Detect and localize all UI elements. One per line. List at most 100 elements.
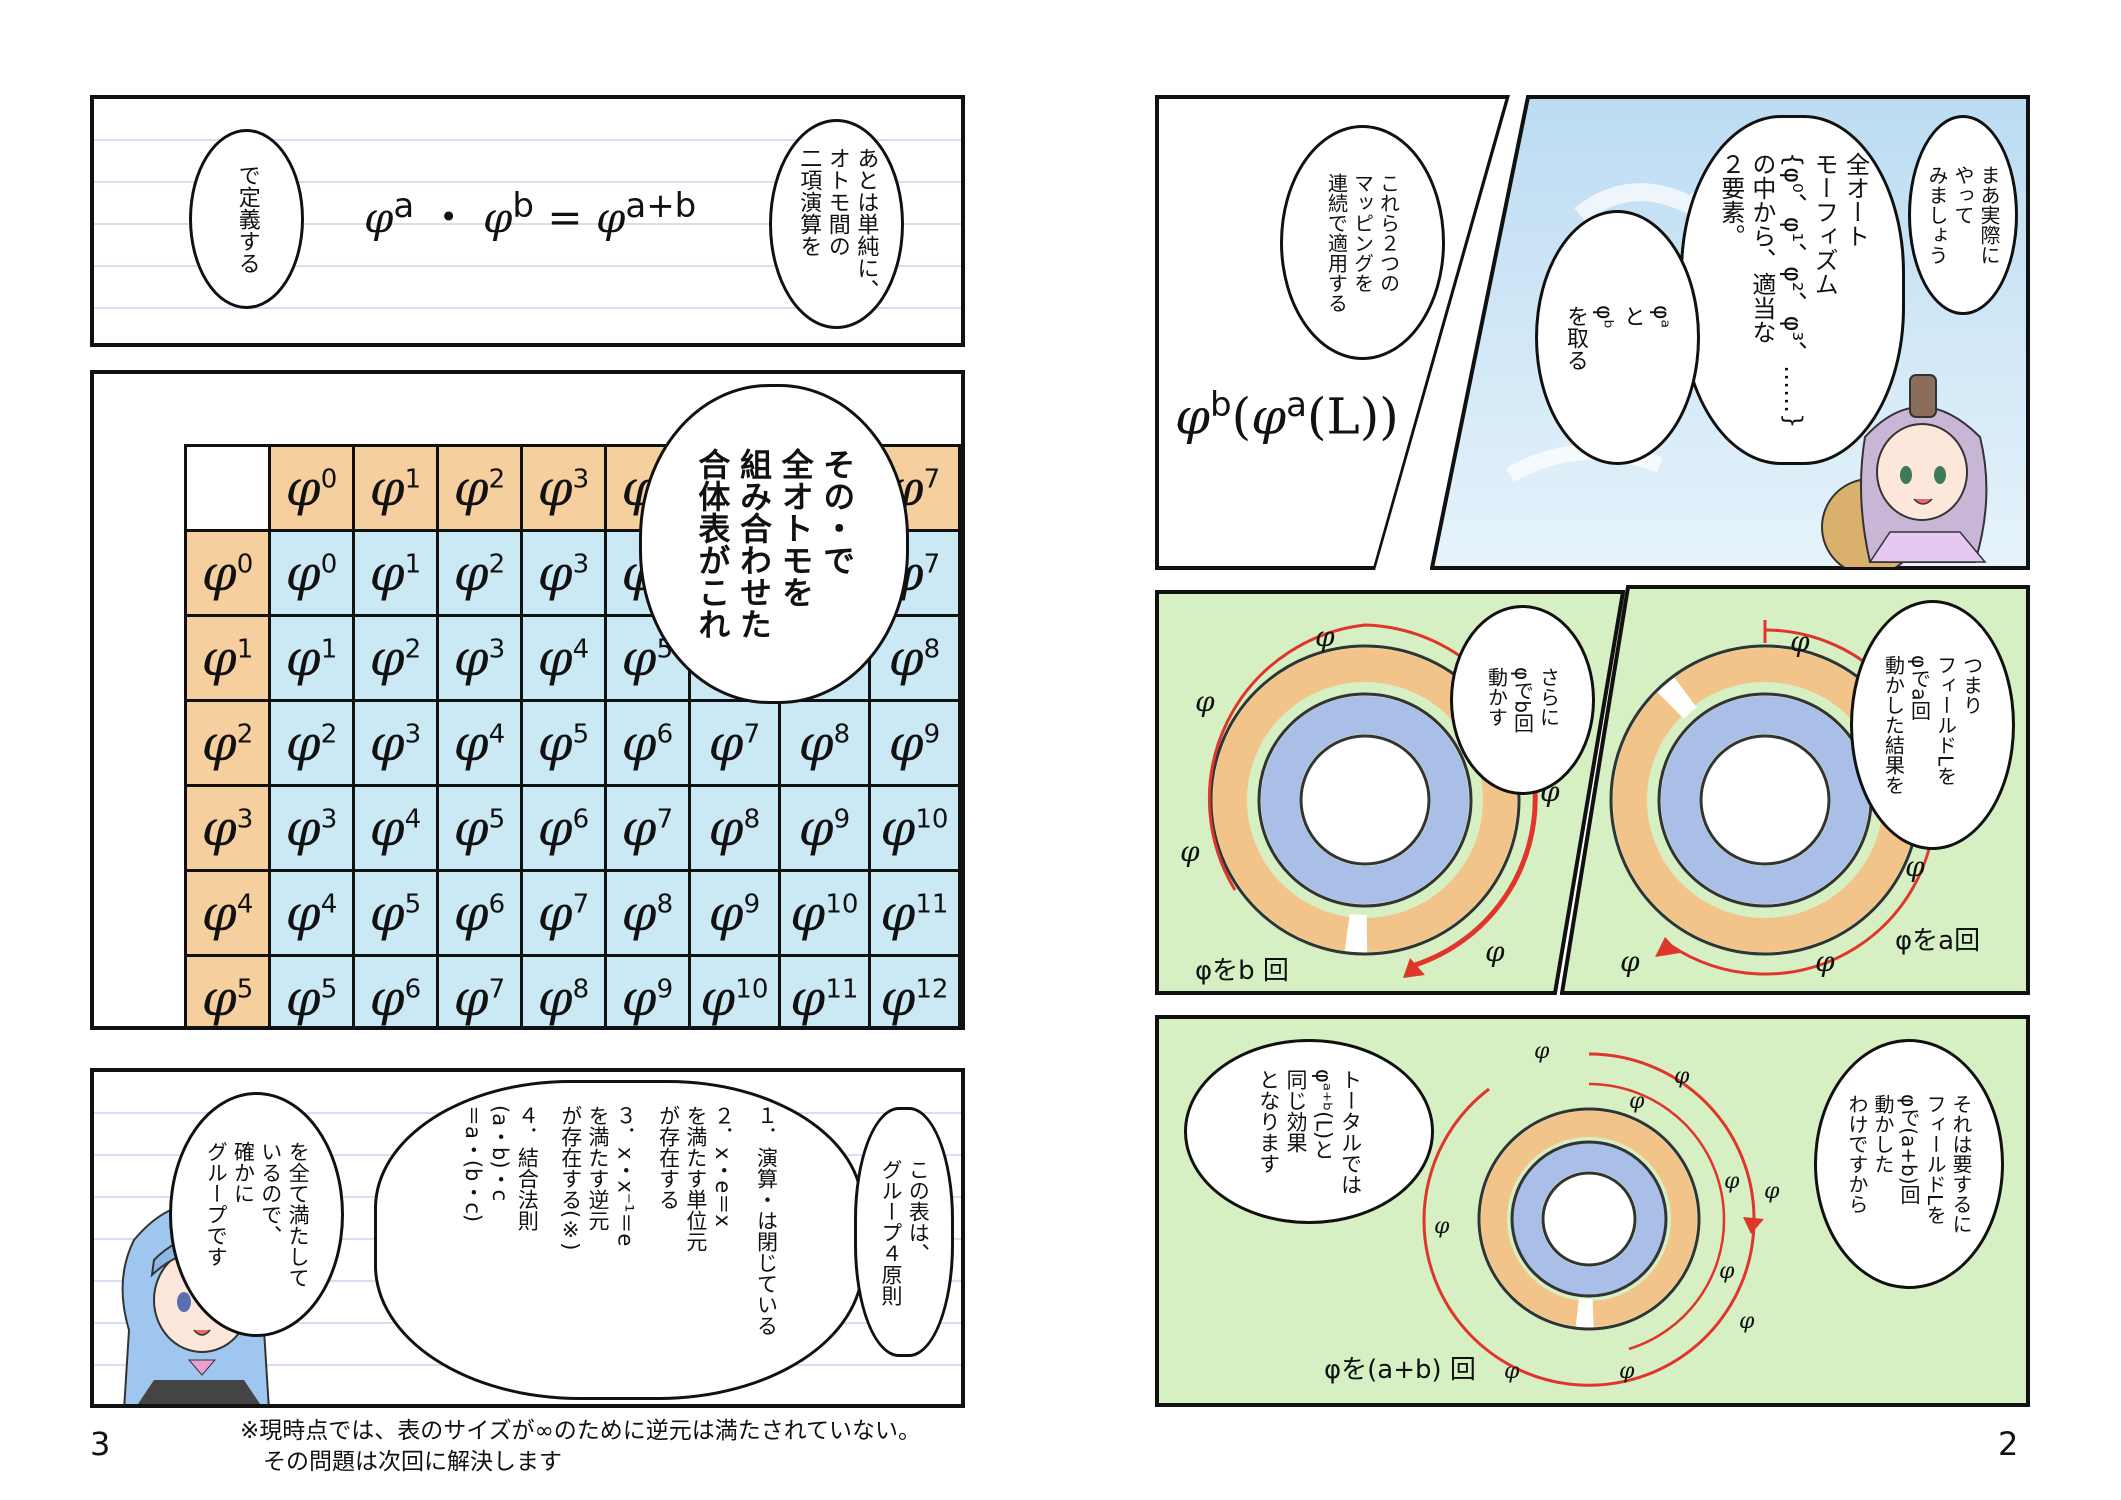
ring-b-phi-2: φ xyxy=(1195,685,1215,718)
rule-3: ３．x・x⁻¹＝e を満たす逆元 が存在する(※) xyxy=(558,1105,638,1251)
table-cell: φ7 xyxy=(435,954,523,1026)
total-phi-7: φ xyxy=(1739,1309,1755,1334)
table-cell: φ4 xyxy=(267,869,355,957)
ring-b-phi-3: φ xyxy=(1180,835,1200,868)
table-cell: φ4 xyxy=(351,784,439,872)
table-corner xyxy=(184,444,271,532)
p3-panel-table: φ0φ1φ2φ3φ4φ5φ6φ7φ0φ0φ1φ2φ3φ4φ5φ6φ7φ1φ1φ2… xyxy=(90,370,965,1030)
rule-2: ２．x・e＝x を満たす単位元 が存在する xyxy=(656,1105,736,1252)
table-row: φ1φ1φ2φ3φ4φ5φ6φ7φ8 xyxy=(184,614,961,702)
p2-bubble-total-right: それは要するに フィールドLを φで(a+b)回 動かした わけですから xyxy=(1814,1039,2004,1289)
p3-bubble-right: あとは単純に、 オトモ間の 二項演算を xyxy=(769,119,904,329)
ring-a-label: φをa回 xyxy=(1895,926,1981,956)
p2-bubble-total-left-text: トータルでは φᵃ⁺ᵇ(L)と 同じ効果 となります xyxy=(1256,1068,1363,1195)
ring-a-phi-2: φ xyxy=(1905,850,1925,883)
table-cell: φ5 xyxy=(351,869,439,957)
table-row-header: φ4 xyxy=(184,869,271,957)
table-cell: φ2 xyxy=(351,614,439,702)
table-cell: φ9 xyxy=(777,784,871,872)
table-cell: φ3 xyxy=(267,784,355,872)
table-cell: φ4 xyxy=(435,699,523,787)
p2-bubble-char-text: まあ実際に やって みましょう xyxy=(1925,165,2001,265)
table-cell: φ7 xyxy=(687,699,781,787)
p2-bubble-pick: φᵃ と φᵇ を取る xyxy=(1535,210,1700,465)
table-cell: φ2 xyxy=(435,529,523,617)
table-row-header: φ2 xyxy=(184,699,271,787)
table-cell: φ0 xyxy=(267,529,355,617)
total-phi-9: φ xyxy=(1504,1359,1520,1384)
table-cell: φ6 xyxy=(435,869,523,957)
table-row-header: φ3 xyxy=(184,784,271,872)
p3-bubble-table-text: その・で 全オトモを 組み合わせた 合体表がこれ xyxy=(693,448,857,640)
table-cell: φ12 xyxy=(867,954,961,1026)
table-cell: φ6 xyxy=(519,784,607,872)
p2-panel-ring-a: φ φ φ φ φをa回 つまり フィールドLを φでa回 動かした結果を xyxy=(1560,585,2030,995)
p3-bubble-right-text: あとは単純に、 オトモ間の 二項演算を xyxy=(796,147,879,301)
table-col-header: φ1 xyxy=(351,444,439,532)
p3-bubble-group-text: この表は、 グループ４原則 xyxy=(879,1158,931,1306)
total-phi-8: φ xyxy=(1619,1359,1635,1384)
table-cell: φ8 xyxy=(687,784,781,872)
ring-a-phi-1: φ xyxy=(1790,625,1810,658)
total-phi-5: φ xyxy=(1764,1179,1780,1204)
p2-formula: φb(φa(L)) xyxy=(1175,385,1399,446)
table-cell: φ8 xyxy=(603,869,691,957)
total-phi-10: φ xyxy=(1434,1214,1450,1239)
table-cell: φ11 xyxy=(777,954,871,1026)
p2-bubble-pick-text: φᵃ と φᵇ を取る xyxy=(1562,304,1674,371)
table-cell: φ3 xyxy=(519,529,607,617)
p2-panel-total: φ φ φ φ φ φ φ φ φ φ φを(a+b) 回 それは要するに フィ… xyxy=(1155,1015,2030,1407)
table-cell: φ5 xyxy=(435,784,523,872)
table-cell: φ6 xyxy=(351,954,439,1026)
table-col-header: φ0 xyxy=(267,444,355,532)
ring-a-phi-4: φ xyxy=(1620,945,1640,978)
table-cell: φ5 xyxy=(519,699,607,787)
p2-bubble-ring-b-text: さらに φでb回 動かす xyxy=(1484,667,1561,733)
p3-bubble-left-text: で定義する xyxy=(234,164,260,274)
ring-a-phi-3: φ xyxy=(1815,945,1835,978)
table-cell: φ7 xyxy=(603,784,691,872)
table-cell: φ7 xyxy=(519,869,607,957)
table-cell: φ1 xyxy=(267,614,355,702)
p2-bubble-ring-a: つまり フィールドLを φでa回 動かした結果を xyxy=(1850,600,2015,850)
ring-b-phi-1: φ xyxy=(1315,620,1335,653)
p2-bubble-automorphism-text: 全オート モーフィズム {φ⁰、φ¹、φ²、φ³、……} の中から、適当な ２要… xyxy=(1716,151,1870,429)
p2-panel-composition-border xyxy=(1155,95,1510,570)
table-cell: φ2 xyxy=(267,699,355,787)
table-cell: φ10 xyxy=(687,954,781,1026)
p3-panel-rules: を全て満たして いるので、 確かに グループです １．演算・は閉じている ２．x… xyxy=(90,1068,965,1408)
p2-bubble-automorphism: 全オート モーフィズム {φ⁰、φ¹、φ²、φ³、……} の中から、適当な ２要… xyxy=(1680,115,1905,465)
p2-bubble-mapping-text: これら２つの マッピングを 連続で適用する xyxy=(1324,172,1401,313)
character-girl-purple-hair xyxy=(1821,374,1988,567)
p3-bubble-table: その・で 全オトモを 組み合わせた 合体表がこれ xyxy=(639,384,909,704)
total-phi-6: φ xyxy=(1719,1259,1735,1284)
p2-panel-sky: まあ実際に やって みましょう 全オート モーフィズム {φ⁰、φ¹、φ²、φ³… xyxy=(1430,95,2030,570)
ring-b-phi-5: φ xyxy=(1485,935,1505,968)
table-cell: φ9 xyxy=(603,954,691,1026)
table-cell: φ8 xyxy=(519,954,607,1026)
p3-panel-definition: あとは単純に、 オトモ間の 二項演算を で定義する φa ・ φb = φa+b xyxy=(90,95,965,347)
table-col-header: φ2 xyxy=(435,444,523,532)
rule-1: １．演算・は閉じている xyxy=(754,1105,779,1336)
table-cell: φ3 xyxy=(351,699,439,787)
p3-bubble-left: で定義する xyxy=(189,129,304,309)
p2-panel-ring-b: φ φ φ φ φ φをb 回 さらに φでb回 動かす xyxy=(1155,590,1625,995)
table-row-header: φ0 xyxy=(184,529,271,617)
ring-b-label: φをb 回 xyxy=(1195,956,1289,986)
p3-bubble-conclusion-text: を全て満たして いるので、 確かに グループです xyxy=(204,1141,311,1288)
table-cell: φ1 xyxy=(351,529,439,617)
p2-bubble-total-left: トータルでは φᵃ⁺ᵇ(L)と 同じ効果 となります xyxy=(1184,1039,1434,1224)
page-number-3: 3 xyxy=(90,1425,111,1463)
table-cell: φ9 xyxy=(867,699,961,787)
p2-bubble-ring-b: さらに φでb回 動かす xyxy=(1450,605,1595,795)
p2-bubble-ring-a-text: つまり フィールドLを φでa回 動かした結果を xyxy=(1881,655,1984,795)
p2-bubble-mapping: これら２つの マッピングを 連続で適用する xyxy=(1280,125,1445,360)
table-cell: φ9 xyxy=(687,869,781,957)
p3-footnote: ※現時点では、表のサイズが∞のために逆元は満たされていない。 その問題は次回に解… xyxy=(240,1418,922,1476)
total-label: φを(a+b) 回 xyxy=(1324,1355,1476,1385)
table-cell: φ10 xyxy=(777,869,871,957)
p2-bubble-char: まあ実際に やって みましょう xyxy=(1908,115,2018,315)
